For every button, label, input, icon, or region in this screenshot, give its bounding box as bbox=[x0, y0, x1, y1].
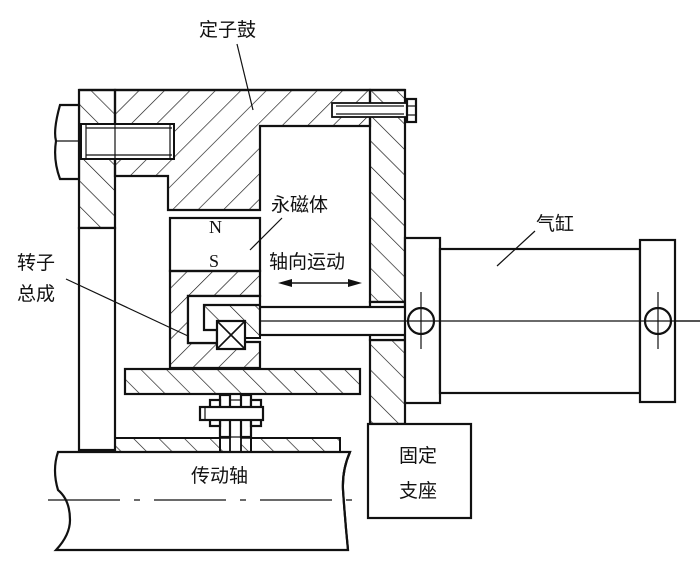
drive-shaft-label: 传动轴 bbox=[191, 465, 248, 487]
axial-motion-arrow-icon bbox=[278, 279, 362, 287]
right-screw bbox=[331, 97, 418, 124]
permanent-magnet-leader bbox=[249, 217, 283, 251]
hex-bolt-head bbox=[54, 103, 81, 181]
rotor-assembly: N S bbox=[123, 216, 700, 396]
axial-motion-label: 轴向运动 bbox=[269, 251, 345, 273]
fixed-support bbox=[366, 422, 473, 520]
bearing-symbol bbox=[215, 319, 247, 351]
flange-bolt bbox=[198, 393, 265, 439]
pole-south-label: S bbox=[209, 251, 219, 271]
rotor-disc-plate bbox=[123, 367, 362, 396]
shaft-hub bbox=[114, 437, 341, 453]
rotor-assembly-label-line2: 总成 bbox=[17, 283, 55, 305]
cylinder-label: 气缸 bbox=[536, 213, 574, 235]
stator-drum bbox=[77, 88, 407, 452]
stator-drum-label: 定子鼓 bbox=[199, 19, 256, 41]
left-bolt bbox=[54, 103, 175, 181]
cylinder-leader bbox=[496, 230, 536, 267]
bolt-shank bbox=[80, 123, 175, 160]
stator-right-wall-lower bbox=[368, 338, 407, 426]
drive-shaft bbox=[48, 450, 362, 552]
fixed-support-label-line1: 固定 bbox=[399, 445, 437, 467]
stator-right-wall bbox=[368, 88, 407, 304]
rotor-assembly-leader bbox=[65, 278, 189, 337]
left-support-column bbox=[77, 226, 117, 452]
pneumatic-cylinder bbox=[403, 236, 700, 405]
permanent-magnet-label: 永磁体 bbox=[271, 194, 328, 216]
pole-north-label: N bbox=[209, 217, 222, 237]
screw-head bbox=[405, 97, 418, 124]
fixed-support-label-line2: 支座 bbox=[399, 480, 437, 502]
stator-drum-leader bbox=[236, 43, 254, 111]
rotor-assembly-label-line1: 转子 bbox=[17, 252, 55, 274]
